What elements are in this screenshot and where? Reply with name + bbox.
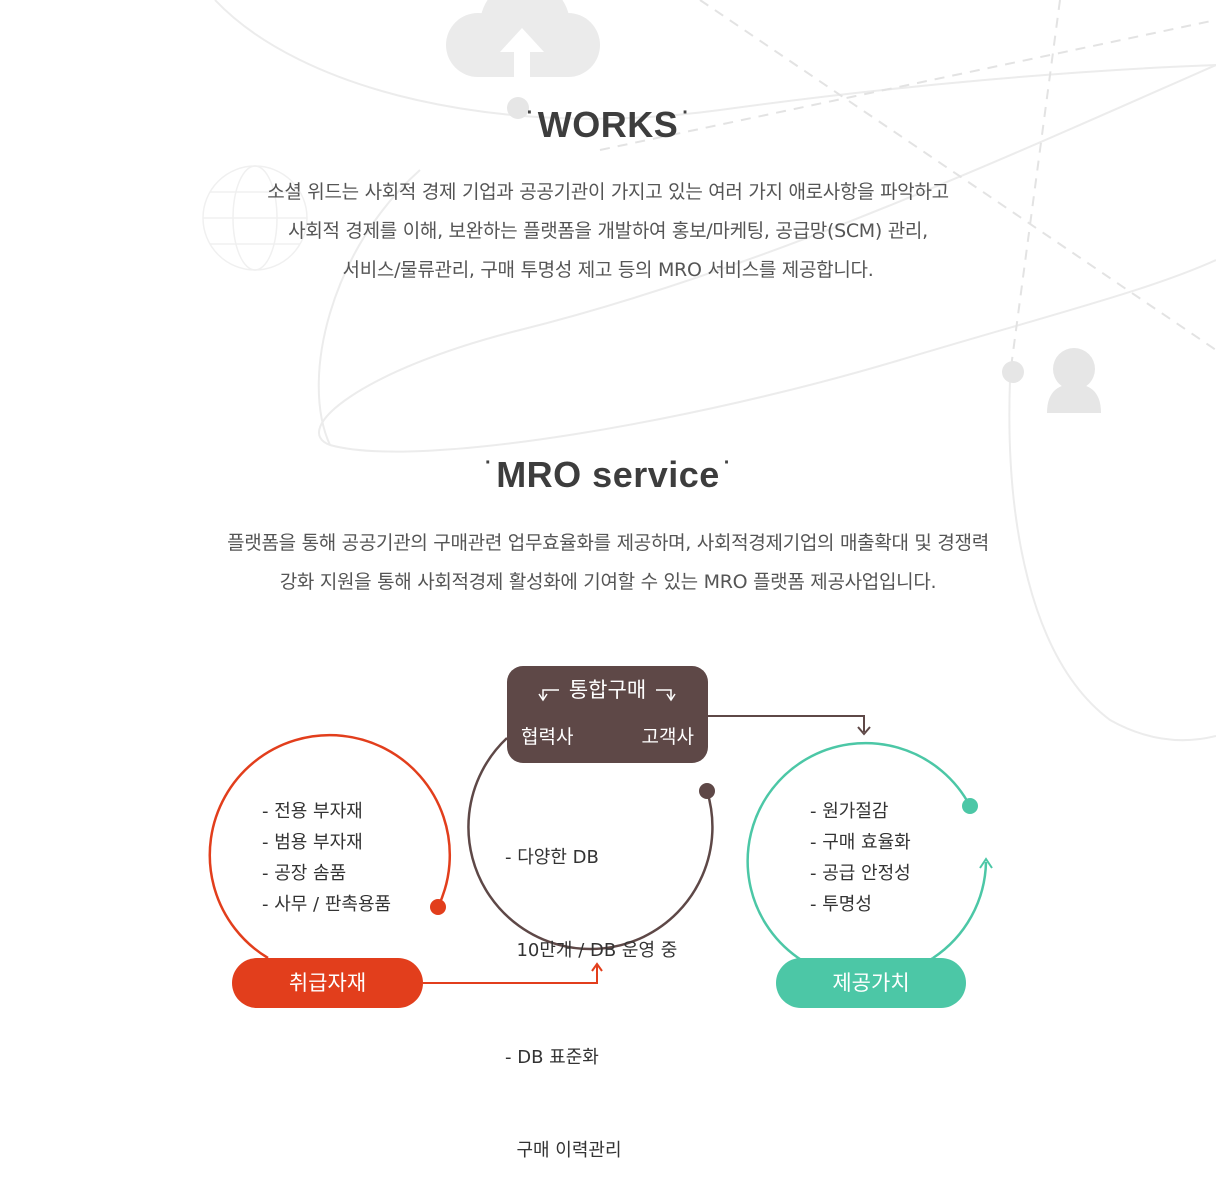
user-icon: [1047, 348, 1101, 413]
works-title: ·WORKS·: [526, 102, 690, 145]
value-label: 제공가치: [776, 958, 966, 1008]
list-item: - 투명성: [810, 894, 872, 915]
list-item: - 전용 부자재: [262, 801, 363, 822]
value-list: - 원가절감 - 구매 효율화 - 공급 안정성 - 투명성: [810, 796, 911, 920]
purchase-box: 통합구매 협력사 고객사: [507, 666, 708, 763]
mro-line: 강화 지원을 통해 사회적경제 활성화에 기여할 수 있는 MRO 플랫폼 제공…: [279, 571, 937, 593]
mro-line: 플랫폼을 통해 공공기관의 구매관련 업무효율화를 제공하며, 사회적경제기업의…: [227, 532, 989, 554]
materials-ring: [208, 733, 452, 960]
list-item: 구매 이력관리: [505, 1140, 622, 1161]
list-item: - 공장 솜품: [262, 863, 347, 884]
list-item: - 원가절감: [810, 801, 889, 822]
background-decoration: [202, 0, 1216, 984]
list-item: - 구매 효율화: [810, 832, 911, 853]
list-item: - 사무 / 판촉용품: [262, 894, 392, 915]
cloud-upload-icon: [446, 0, 600, 77]
purchase-bracket: [538, 689, 676, 702]
db-list: - 다양한 DB 10만개 / DB 운영 중 - DB 표준화 구매 이력관리: [505, 780, 677, 1197]
partner-label: 협력사: [521, 726, 574, 748]
works-description: 소셜 위드는 사회적 경제 기업과 공공기관이 가지고 있는 여러 가지 애로사…: [0, 173, 1216, 290]
list-item: - DB 표준화: [505, 1047, 599, 1068]
mro-title: ·MRO service·: [485, 452, 731, 495]
orbit-dot: [1002, 361, 1024, 383]
customer-label: 고객사: [641, 726, 694, 748]
materials-label: 취급자재: [232, 958, 423, 1008]
list-item: - 범용 부자재: [262, 832, 363, 853]
works-line: 소셜 위드는 사회적 경제 기업과 공공기관이 가지고 있는 여러 가지 애로사…: [267, 181, 949, 203]
list-item: - 다양한 DB: [505, 847, 599, 868]
list-item: - 공급 안정성: [810, 863, 911, 884]
works-line: 사회적 경제를 이해, 보완하는 플랫폼을 개발하여 홍보/마케팅, 공급망(S…: [288, 220, 928, 242]
purchase-ring: [467, 737, 715, 951]
mro-title-text: MRO service: [496, 454, 720, 495]
orbit-dot: [507, 97, 529, 119]
works-title-text: WORKS: [537, 104, 679, 145]
mro-description: 플랫폼을 통해 공공기관의 구매관련 업무효율화를 제공하며, 사회적경제기업의…: [0, 524, 1216, 602]
purchase-title: 통합구매: [568, 678, 647, 702]
connector-arrow-purchase: [708, 715, 871, 736]
materials-list: - 전용 부자재 - 범용 부자재 - 공장 솜품 - 사무 / 판촉용품: [262, 796, 391, 920]
works-line: 서비스/물류관리, 구매 투명성 제고 등의 MRO 서비스를 제공합니다.: [342, 259, 874, 281]
list-item: 10만개 / DB 운영 중: [505, 940, 678, 961]
connector-arrow-materials: [423, 962, 603, 984]
globe-icon: [202, 165, 308, 271]
